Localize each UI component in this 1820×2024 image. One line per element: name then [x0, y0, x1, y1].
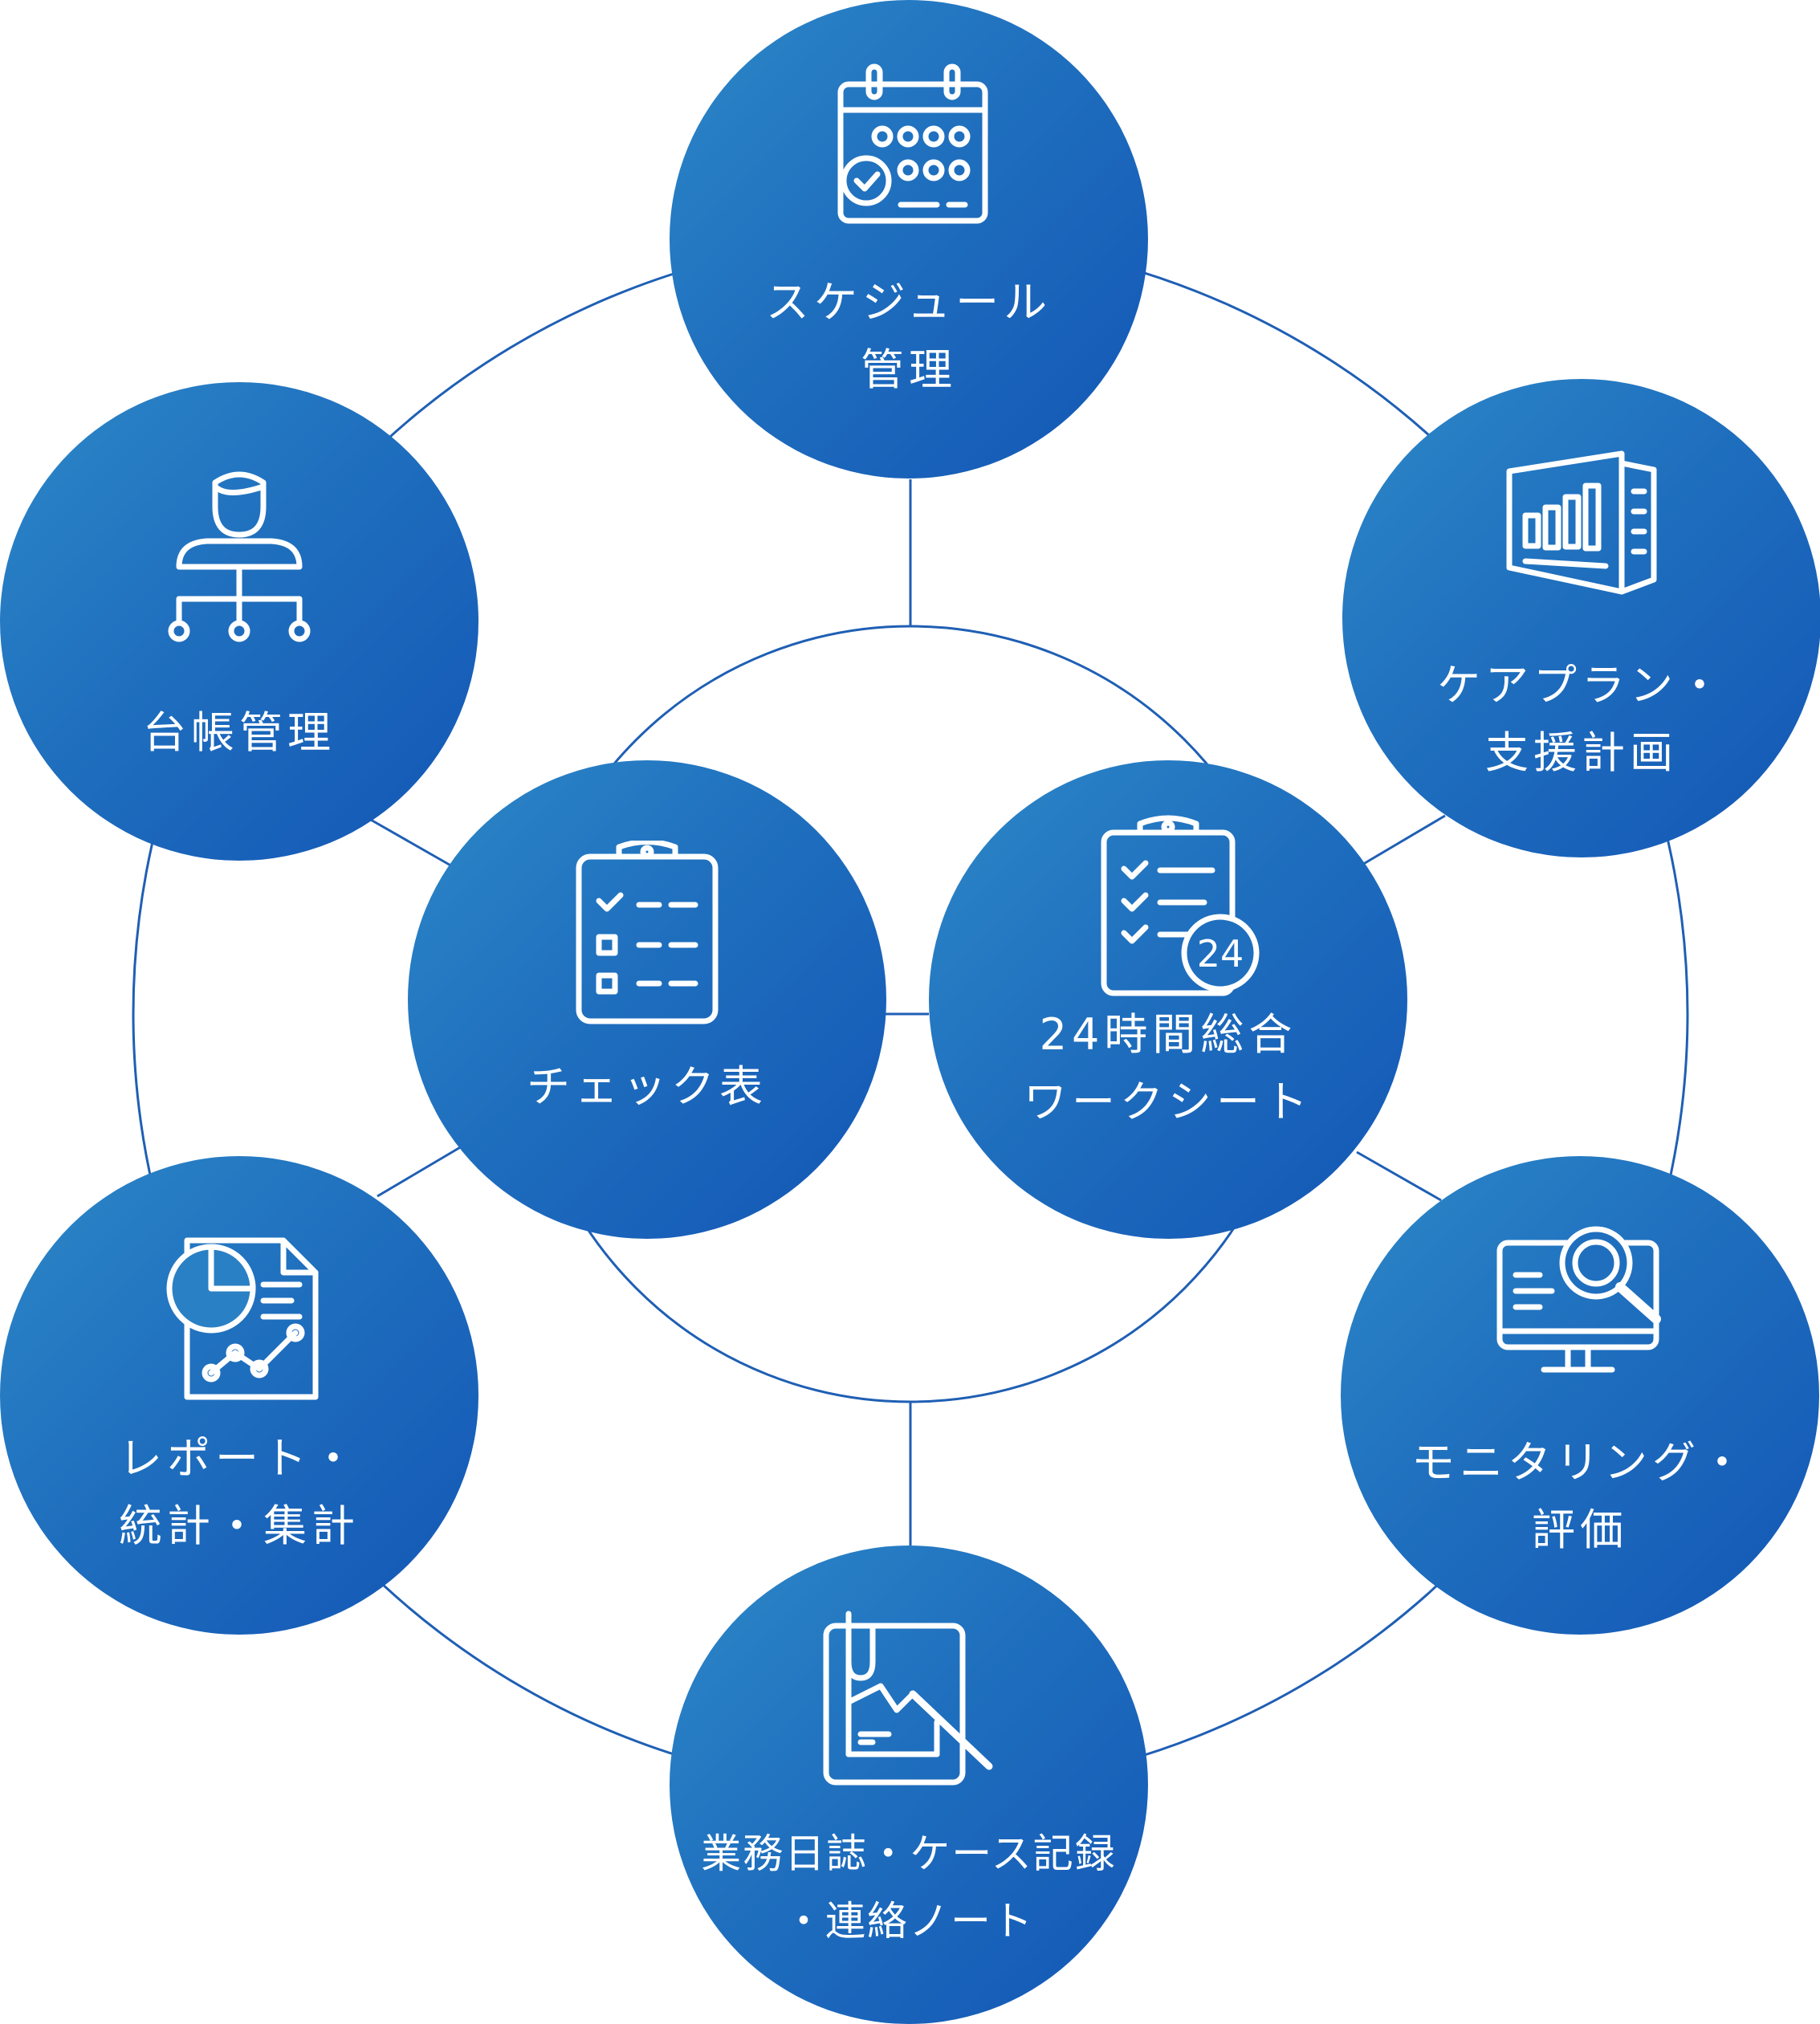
- node-worksheet-line-2: ワークシート: [1024, 1077, 1313, 1127]
- node-monitoring: モニタリング・ 評価: [1341, 1156, 1819, 1635]
- node-monitoring-label: モニタリング・ 評価: [1341, 1429, 1819, 1564]
- node-journal-line-2: ・連絡ノート: [784, 1898, 1034, 1945]
- node-monitoring-line-2: 評価: [1532, 1505, 1628, 1555]
- clock-24-label: 24: [1197, 932, 1244, 975]
- connector-upper-right: [1360, 814, 1446, 867]
- connector-upper-left: [368, 817, 454, 869]
- node-careplan-label: ケアプラン・ 支援計画: [1342, 652, 1820, 787]
- clipboard-pencil-icon: [816, 1606, 1001, 1790]
- monitor-search-icon: [1492, 1219, 1668, 1387]
- node-monitoring-line-1: モニタリング・: [1411, 1437, 1749, 1488]
- node-checklist-label: チェック表: [408, 1053, 886, 1121]
- clipboard-24-icon: 24: [1072, 812, 1264, 997]
- person-hierarchy-icon: [163, 462, 316, 655]
- node-report: レポート・ 統計・集計: [0, 1156, 478, 1635]
- node-journal-line-1: 業務日誌・ケース記録: [701, 1831, 1117, 1877]
- node-report-label: レポート・ 統計・集計: [0, 1425, 478, 1560]
- node-report-line-1: レポート・: [119, 1433, 360, 1484]
- node-checklist: チェック表: [408, 760, 886, 1239]
- node-careplan-line-2: 支援計画: [1485, 727, 1678, 778]
- node-careplan: ケアプラン・ 支援計画: [1342, 379, 1820, 857]
- node-worksheet-line-1: 24時間総合: [1039, 1009, 1297, 1060]
- node-schedule-label: スケジュール 管理: [670, 269, 1148, 404]
- calendar-check-icon: [824, 60, 993, 229]
- connector-lower-left: [377, 1145, 462, 1198]
- node-ledger-label: 台帳管理: [0, 699, 478, 767]
- node-schedule-line-2: 管理: [861, 344, 957, 395]
- connector-lower-right: [1356, 1150, 1442, 1202]
- node-schedule-line-1: スケジュール: [765, 277, 1053, 328]
- node-ledger-line-1: 台帳管理: [143, 707, 336, 758]
- bar-chart-document-icon: [1501, 447, 1662, 608]
- node-journal: 業務日誌・ケース記録 ・連絡ノート: [670, 1545, 1148, 2024]
- node-worksheet-label: 24時間総合 ワークシート: [929, 1001, 1407, 1136]
- checklist-icon: [571, 839, 723, 1025]
- node-report-line-2: 統計・集計: [119, 1501, 360, 1551]
- report-pie-chart-icon: [151, 1228, 328, 1405]
- node-schedule: スケジュール 管理: [670, 0, 1148, 479]
- node-worksheet: 24 24時間総合 ワークシート: [929, 760, 1407, 1239]
- node-ledger: 台帳管理: [0, 382, 478, 861]
- node-checklist-line-1: チェック表: [527, 1061, 767, 1112]
- node-journal-label: 業務日誌・ケース記録 ・連絡ノート: [670, 1820, 1148, 1955]
- node-careplan-line-1: ケアプラン・: [1437, 660, 1726, 711]
